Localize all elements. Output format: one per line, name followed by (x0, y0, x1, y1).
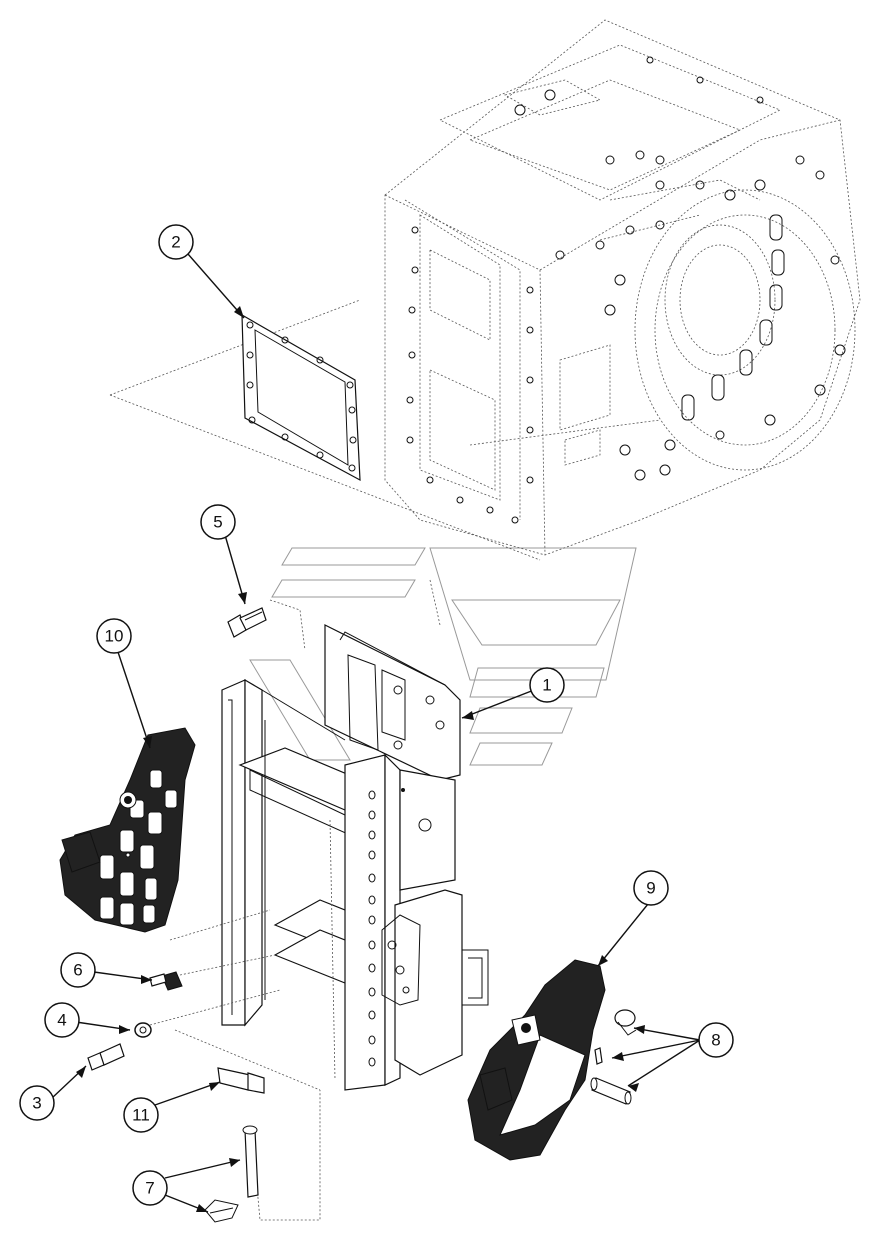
callout-7-label: 7 (145, 1179, 154, 1198)
callout-8: 8 (698, 1022, 734, 1058)
housing-bolt-holes (406, 56, 846, 524)
bolt-part-11 (217, 1067, 265, 1094)
callout-9-label: 9 (646, 879, 655, 898)
callout-5-label: 5 (213, 513, 222, 532)
bolt-part-6 (149, 971, 183, 991)
right-side-cover (467, 959, 606, 1161)
callout-2-label: 2 (171, 233, 180, 252)
callout-1-label: 1 (542, 676, 551, 695)
bolt-part-5 (227, 607, 267, 638)
flange-slots (681, 214, 785, 421)
callout-6-label: 6 (73, 961, 82, 980)
clip-part-8 (614, 1009, 637, 1036)
pin-large-part-8 (590, 1077, 632, 1105)
callout-11-label: 11 (132, 1106, 150, 1125)
callout-4-label: 4 (57, 1011, 66, 1030)
callout-4: 4 (44, 1002, 80, 1038)
callout-2: 2 (158, 224, 194, 260)
callout-11: 11 (123, 1097, 159, 1133)
drawbar-bracket (221, 624, 489, 1091)
gasket-plate (109, 299, 541, 561)
callout-10: 10 (96, 618, 132, 654)
left-side-cover (59, 727, 196, 933)
callout-3: 3 (19, 1085, 55, 1121)
clip-part-7 (204, 1199, 239, 1223)
washer-part-4 (134, 1022, 152, 1038)
callout-6: 6 (60, 952, 96, 988)
callout-1: 1 (529, 667, 565, 703)
callout-3-label: 3 (32, 1094, 41, 1113)
callout-10-label: 10 (105, 627, 124, 646)
callout-9: 9 (633, 870, 669, 906)
callout-8-label: 8 (711, 1031, 720, 1050)
callout-5: 5 (200, 504, 236, 540)
pin-part-7 (242, 1125, 259, 1198)
watermark-logo (249, 547, 637, 766)
leader-lines (51, 253, 701, 1213)
bolt-part-3 (87, 1043, 125, 1071)
transmission-housing (384, 19, 861, 556)
assembly-lines (149, 419, 661, 1221)
callout-7: 7 (132, 1170, 168, 1206)
pin-small-part-8 (594, 1047, 603, 1065)
